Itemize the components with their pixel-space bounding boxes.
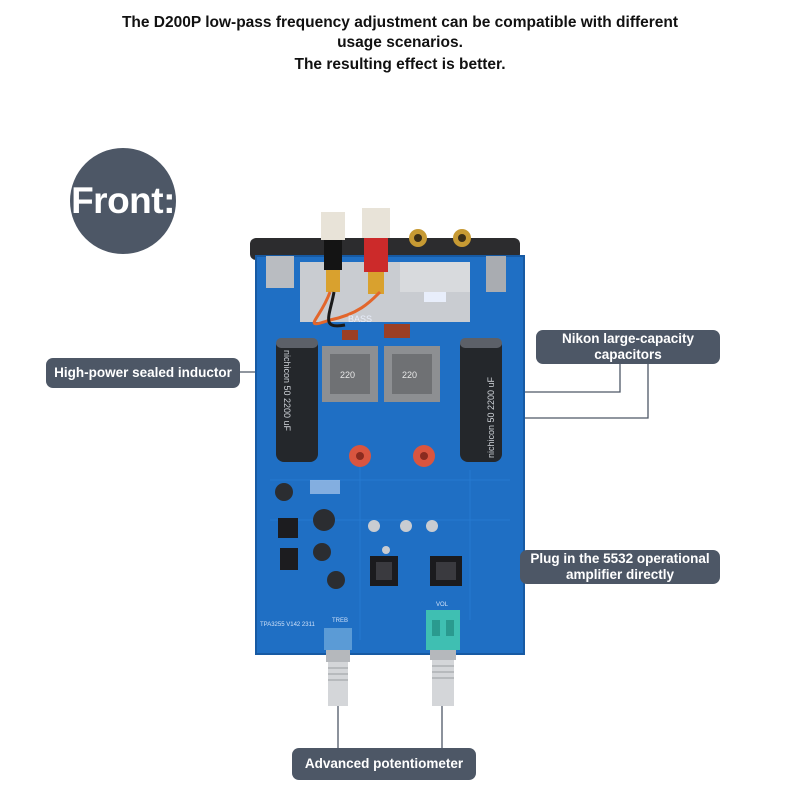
capacitor-left: nichicon 50 2200 uF: [276, 338, 318, 462]
headline-line-2: usage scenarios.: [337, 34, 463, 51]
svg-text:220: 220: [402, 370, 417, 380]
callout-potentiometer-text: Advanced potentiometer: [304, 756, 464, 771]
opamp-socket-left: [370, 556, 398, 586]
board-silkscreen: TPA3255 V142 2311: [260, 622, 315, 628]
bass-silkscreen: BASS: [348, 314, 372, 324]
callout-capacitors-line-2: capacitors: [594, 347, 662, 362]
volume-potentiometer: VOL: [426, 602, 460, 706]
treble-potentiometer: TREB: [324, 618, 352, 706]
front-badge: Front:: [70, 148, 176, 254]
callout-opamp: Plug in the 5532 operational amplifier d…: [520, 550, 720, 584]
callout-inductor-text: High-power sealed inductor: [54, 365, 232, 380]
svg-text:nichicon 50 2200 uF: nichicon 50 2200 uF: [282, 350, 292, 432]
headline-line-1: The D200P low-pass frequency adjustment …: [121, 14, 679, 31]
inductor-left: 220: [322, 346, 378, 402]
inductor-right: 220: [384, 346, 440, 402]
callout-capacitors-line-1: Nikon large-capacity: [561, 331, 695, 346]
small-capacitors: [275, 483, 438, 589]
callout-opamp-line-2: amplifier directly: [565, 567, 675, 582]
speaker-terminal-red: [362, 208, 390, 294]
callout-opamp-line-1: Plug in the 5532 operational: [530, 551, 710, 566]
callout-inductor: High-power sealed inductor: [46, 358, 240, 388]
speaker-terminal-black: [321, 212, 345, 292]
capacitor-right: nichicon 50 2200 uF: [460, 338, 502, 462]
svg-text:TREB: TREB: [332, 618, 348, 624]
callout-capacitors: Nikon large-capacity capacitors: [536, 330, 720, 364]
headline-line-3: The resulting effect is better.: [294, 56, 506, 73]
svg-text:220: 220: [340, 370, 355, 380]
callout-potentiometer: Advanced potentiometer: [292, 748, 476, 780]
opamp-socket-right: [430, 556, 462, 586]
svg-text:VOL: VOL: [436, 602, 449, 608]
svg-text:nichicon 50 2200 uF: nichicon 50 2200 uF: [486, 376, 496, 458]
power-connector: [266, 256, 294, 288]
